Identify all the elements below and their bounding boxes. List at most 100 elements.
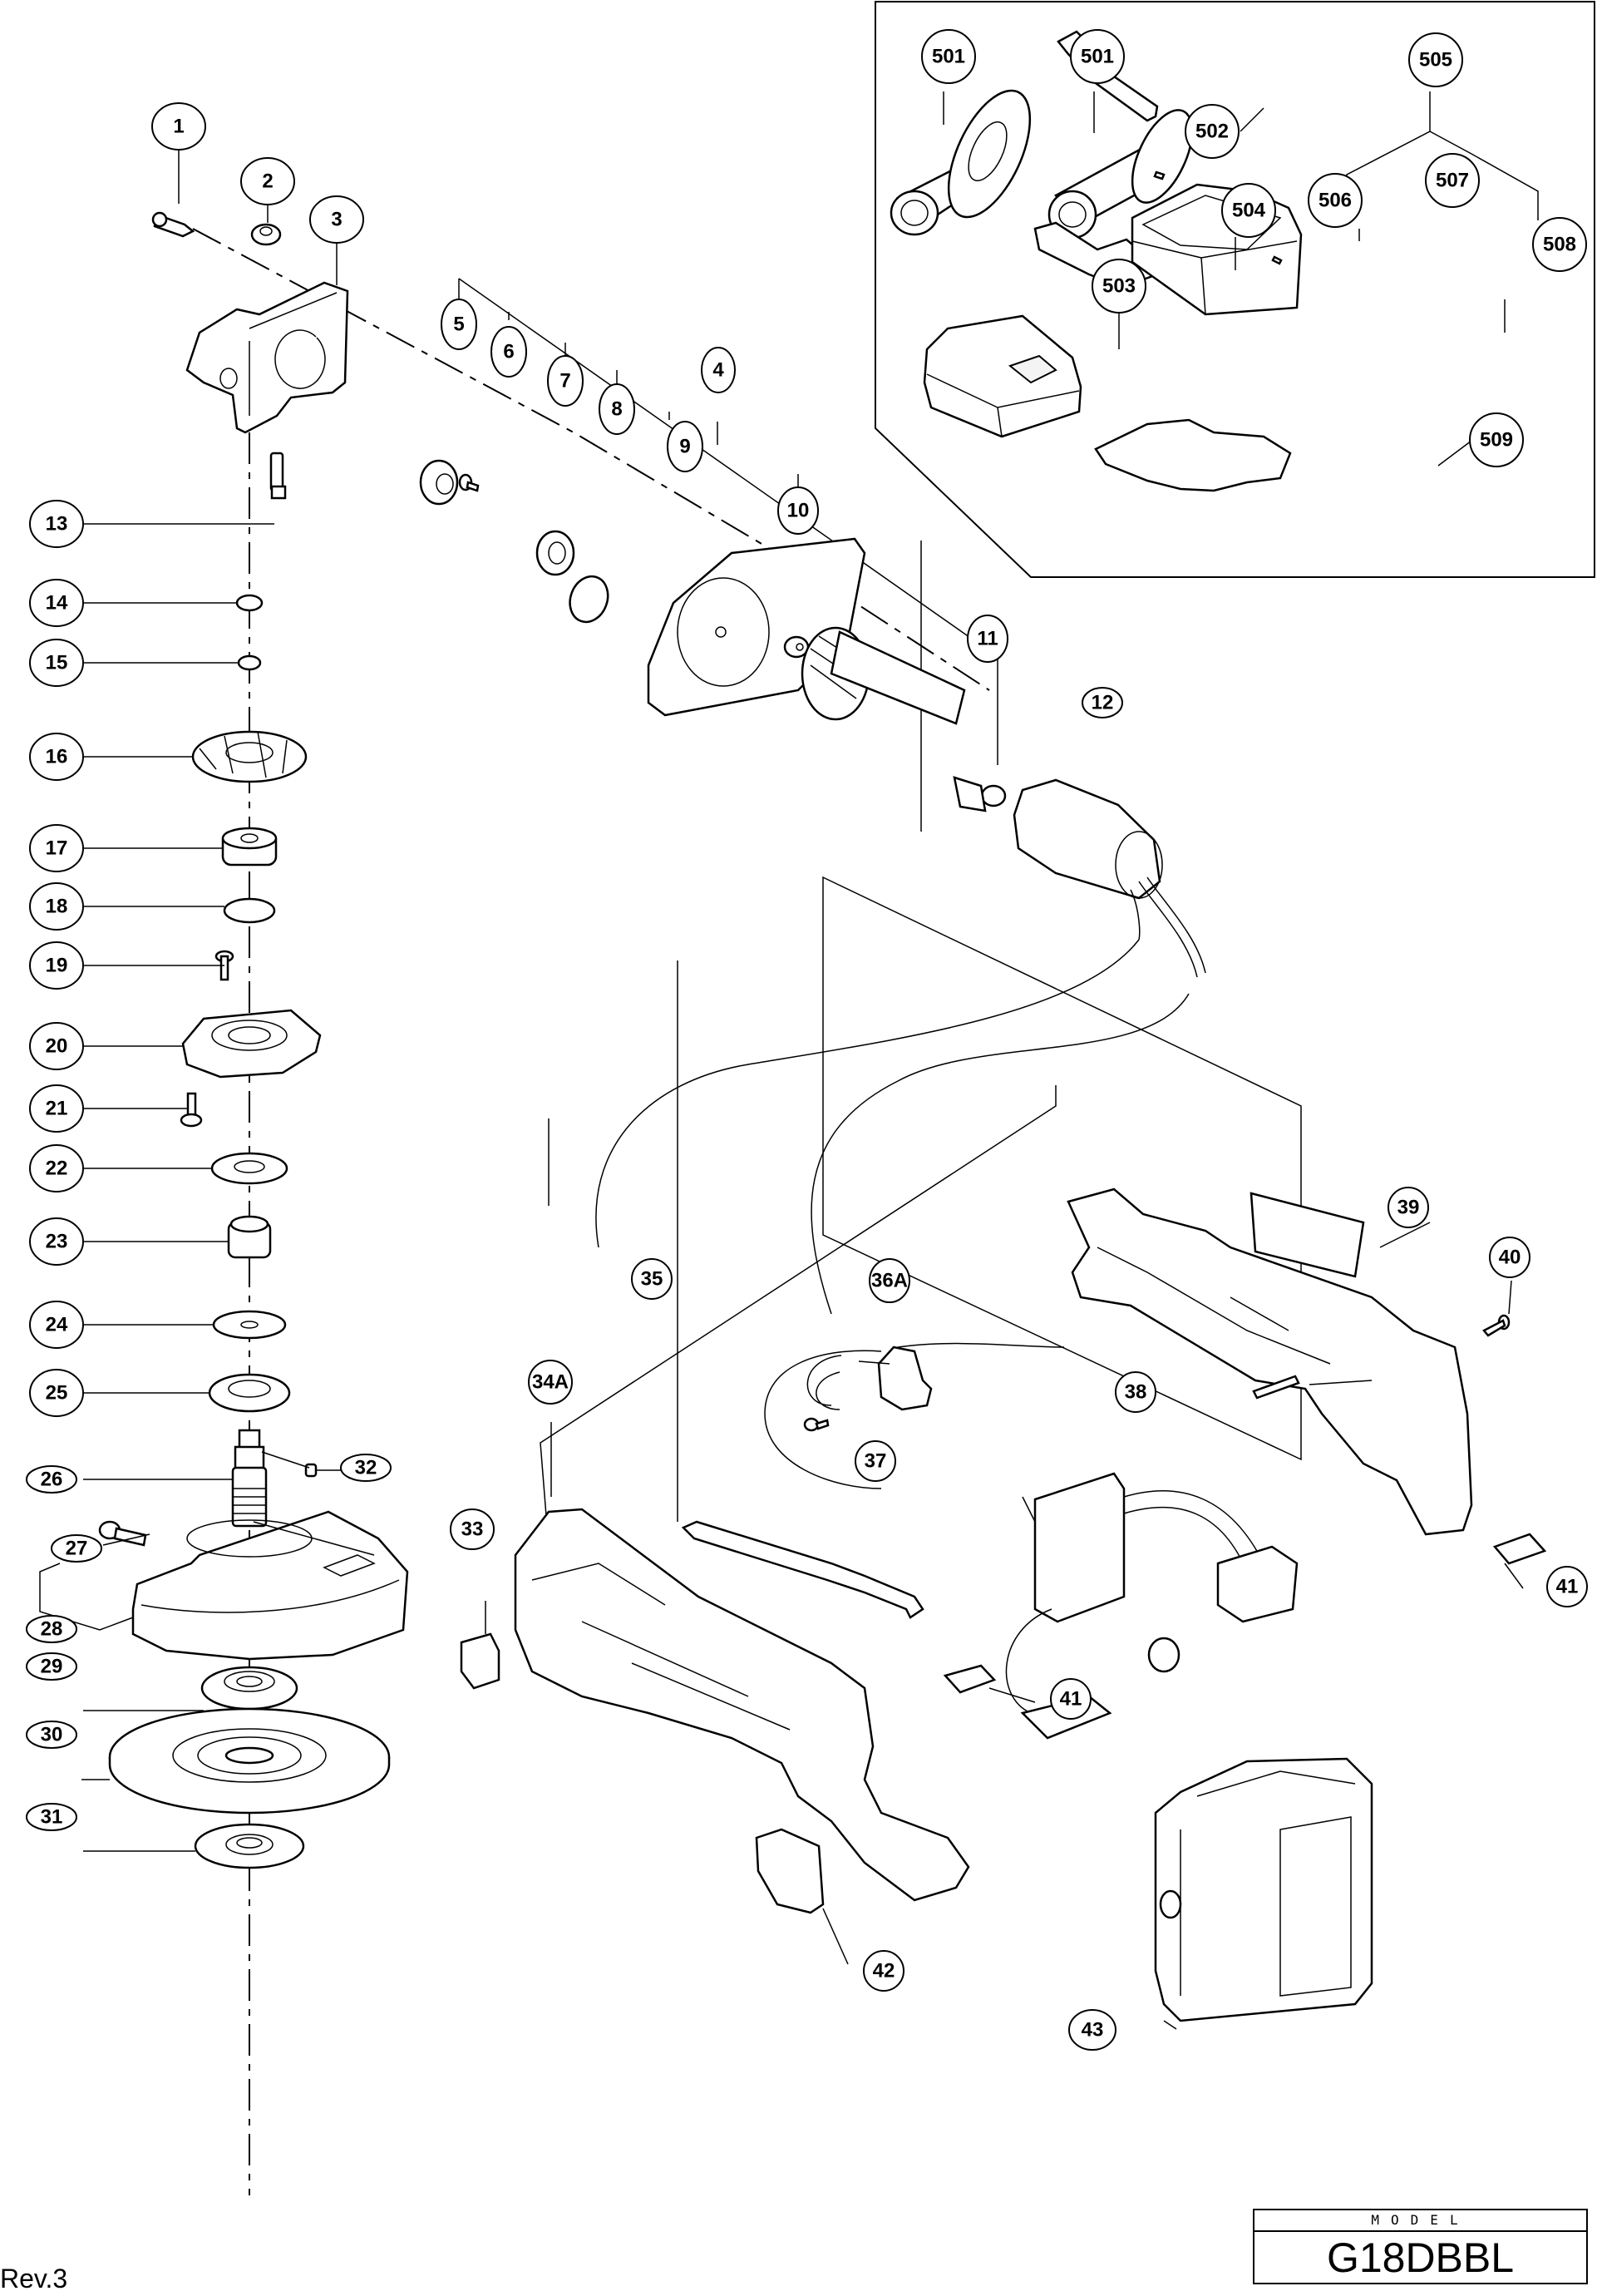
callout-7: 7 [547,355,584,407]
svg-text:10: 10 [787,500,810,522]
svg-text:6: 6 [503,341,514,363]
svg-text:509: 509 [1480,429,1513,452]
part-3-gear-cover [185,281,349,434]
callout-24: 24 [29,1301,84,1349]
svg-text:31: 31 [41,1806,63,1829]
svg-text:41: 41 [1556,1576,1579,1598]
svg-text:501: 501 [932,46,965,68]
callout-33: 33 [450,1508,495,1550]
callout-502: 502 [1185,104,1240,159]
part-1-screw [151,211,195,238]
part-501-side-handle-b [1047,109,1194,239]
svg-text:28: 28 [41,1618,63,1641]
part-501-side-handle-a [890,89,1032,236]
svg-text:43: 43 [1082,2019,1104,2042]
part-28-wheel-guard [131,1510,409,1661]
callout-40: 40 [1489,1237,1530,1278]
part-controller-harness [1005,1472,1299,1740]
part-16-bevel-gear [191,730,308,783]
part-37-screw [803,1417,830,1432]
part-40-screw [1482,1314,1511,1337]
part-19-screw [214,950,234,981]
callout-22: 22 [29,1144,84,1192]
callout-20: 20 [29,1022,84,1070]
callout-42: 42 [863,1950,904,1992]
svg-text:34A: 34A [532,1371,569,1394]
part-29-wheel-washer [200,1666,298,1711]
part-42-hook [755,1828,825,1914]
svg-text:507: 507 [1436,170,1469,192]
motor-wire-path [595,939,1140,1248]
part-23-nut [227,1215,272,1259]
svg-text:39: 39 [1397,1197,1420,1219]
part-32-key [304,1463,318,1478]
svg-text:21: 21 [46,1098,68,1120]
callout-37: 37 [855,1440,896,1482]
callout-8: 8 [599,383,635,435]
svg-text:32: 32 [355,1457,377,1479]
svg-text:5: 5 [453,314,464,336]
callout-36A: 36A [869,1258,910,1303]
callout-509: 509 [1469,412,1524,467]
part-506-pin [1153,170,1166,180]
part-43-battery [1154,1757,1373,2022]
svg-text:4: 4 [712,359,724,382]
callout-31: 31 [26,1803,77,1831]
part-17-bearing [221,827,278,867]
part-13-bolt [269,452,287,500]
svg-text:18: 18 [46,896,68,918]
motor-wire-path-2 [811,993,1190,1315]
callout-506: 506 [1308,173,1363,228]
callout-38: 38 [1115,1371,1156,1413]
part-12-stator [1013,778,1206,978]
svg-text:23: 23 [46,1231,68,1253]
callout-13: 13 [29,500,84,548]
svg-text:506: 506 [1319,190,1352,212]
callout-2: 2 [240,157,295,205]
svg-text:37: 37 [865,1450,887,1473]
model-number: G18DBBL [1326,2234,1515,2281]
part-18-seal [223,897,276,924]
svg-text:7: 7 [559,370,570,393]
svg-text:24: 24 [46,1314,68,1336]
callout-32: 32 [340,1454,392,1482]
svg-text:16: 16 [46,746,68,768]
part-27-bolt [98,1520,147,1547]
part-31-lock-nut [194,1823,305,1869]
callout-25: 25 [29,1369,84,1417]
part-34A-housing-left [514,1508,970,1902]
model-title-block: MODEL G18DBBL [1253,2209,1588,2284]
callout-35: 35 [631,1258,673,1300]
part-20-packing-gland [181,1009,322,1079]
svg-text:3: 3 [331,209,342,231]
svg-text:508: 508 [1543,234,1576,256]
part-7-bearing [535,530,575,576]
part-30-grinding-wheel [108,1707,391,1815]
group-leaders-4 [458,279,922,832]
callout-41-right: 41 [1546,1566,1588,1607]
part-41-label-left [943,1664,997,1694]
callout-21: 21 [29,1084,84,1133]
callout-503: 503 [1092,259,1146,314]
part-15-washer [237,654,262,671]
svg-text:8: 8 [611,398,622,421]
callout-15: 15 [29,639,84,687]
leader-lines [39,91,1539,2030]
part-33-label [460,1632,500,1690]
svg-text:1: 1 [173,116,184,138]
svg-text:35: 35 [641,1268,663,1291]
callout-34A: 34A [528,1360,573,1405]
part-36A-switch [764,1342,1065,1489]
model-heading: MODEL [1254,2210,1586,2232]
svg-text:41: 41 [1060,1688,1082,1711]
svg-text:501: 501 [1081,46,1114,68]
part-21-screw [180,1092,203,1128]
svg-text:36A: 36A [871,1270,908,1292]
part-26-spindle [231,1429,268,1528]
part-505-carrying-case [1131,183,1303,316]
callout-504: 504 [1221,183,1276,238]
callout-18: 18 [29,882,84,931]
svg-text:20: 20 [46,1035,68,1058]
svg-text:505: 505 [1419,49,1452,72]
